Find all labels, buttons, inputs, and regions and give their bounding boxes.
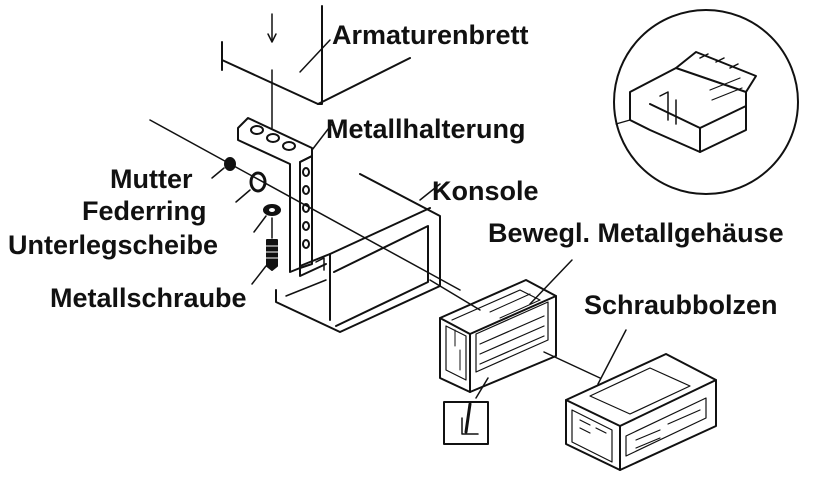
label-movable-metal-housing: Bewegl. Metallgehäuse (488, 218, 784, 248)
washer-part (253, 204, 281, 233)
label-metal-bracket: Metallhalterung (326, 114, 526, 144)
label-screw-bolt: Schraubbolzen (584, 290, 778, 320)
metal-screw-part (251, 217, 279, 285)
console-part (275, 173, 441, 333)
radio-unit-part (565, 329, 717, 471)
label-metal-screw: Metallschraube (50, 283, 247, 313)
dashboard-panel (221, 5, 411, 105)
metal-bracket (237, 117, 333, 273)
nut-part (211, 157, 236, 179)
detail-circle (613, 9, 799, 195)
metal-housing-part (439, 259, 573, 399)
dashboard-leader (299, 39, 331, 73)
label-nut: Mutter (110, 164, 193, 194)
tool-detail-box (443, 401, 489, 445)
label-dashboard: Armaturenbrett (332, 20, 529, 50)
spring-washer-part (235, 171, 267, 203)
label-spring-washer: Federring (82, 196, 207, 226)
assembly-axis (149, 119, 461, 291)
label-washer: Unterlegscheibe (8, 230, 219, 260)
label-console: Konsole (432, 176, 539, 206)
